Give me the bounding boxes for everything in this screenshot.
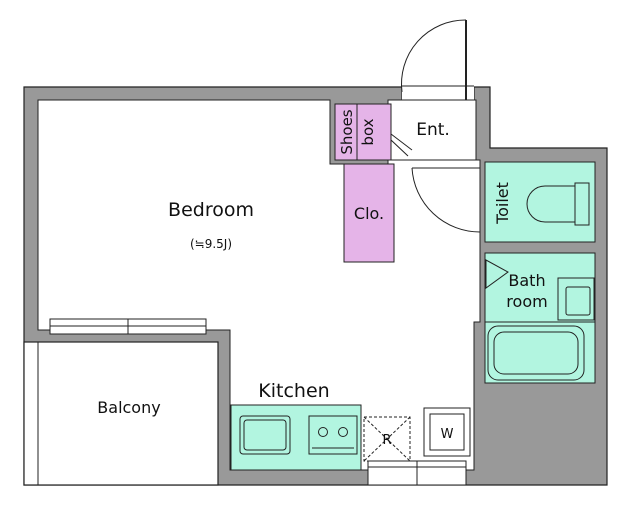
sink-icon — [239, 415, 291, 455]
bedroom-label: Bedroom — [168, 199, 254, 221]
toilet-bowl-icon — [526, 182, 590, 226]
washbasin-icon — [557, 277, 595, 321]
washer-space — [423, 407, 471, 457]
stove-icon — [308, 415, 358, 455]
kitchen-label: Kitchen — [258, 380, 329, 402]
kitchen-window — [367, 460, 467, 486]
closet — [343, 163, 395, 263]
toilet-label: Toilet — [493, 182, 512, 225]
bathroom-label-1: Bath — [508, 271, 545, 290]
entrance-label: Ent. — [416, 120, 450, 140]
closet-label: Clo. — [354, 204, 384, 223]
balcony-label: Balcony — [97, 398, 160, 417]
walls — [23, 86, 608, 486]
washer-label: W — [441, 427, 454, 442]
shoes-box-label-1: Shoes — [338, 109, 356, 154]
entrance-floor — [387, 99, 477, 161]
bathroom-door-triangle — [485, 259, 509, 289]
shoes-box-label-2: box — [359, 118, 377, 145]
toilet-door — [411, 167, 481, 233]
shoes-box — [334, 103, 392, 161]
entrance-step-line-1 — [390, 133, 413, 151]
refrigerator-label: R — [382, 433, 391, 448]
entrance-step-line-2 — [390, 139, 409, 157]
entrance-door — [401, 19, 474, 101]
refrigerator-space — [363, 416, 411, 462]
bedroom-window — [49, 318, 207, 335]
bathtub-icon — [487, 325, 585, 381]
bedroom-size: (≒9.5J) — [190, 237, 232, 251]
balcony-floor — [23, 341, 219, 486]
bathroom-label-2: room — [506, 292, 547, 311]
